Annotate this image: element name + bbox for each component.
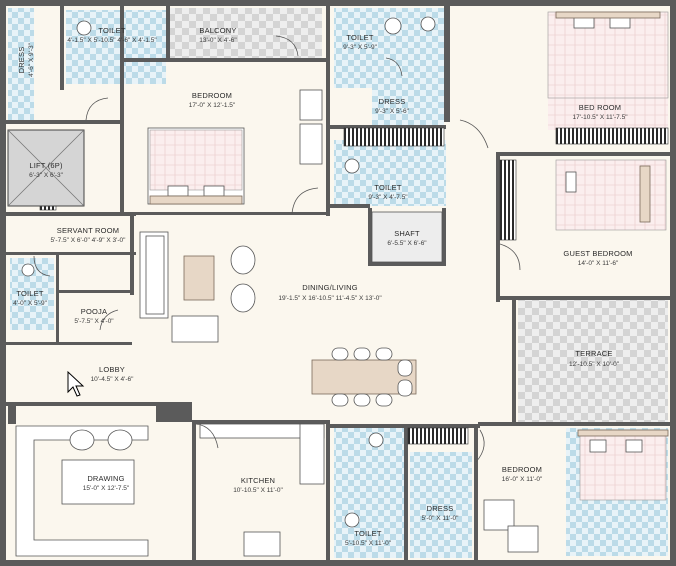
label-servant-room: SERVANT ROOM — [57, 226, 119, 235]
label-toilet-top-left: TOILET — [98, 26, 126, 35]
drawing-furniture — [15, 425, 149, 557]
dims-bedroom-bottom: 16'-0" X 11'-0" — [502, 476, 543, 483]
label-toilet-top-center: TOILET — [346, 33, 374, 42]
dims-lift: 6'-3" X 6'-3" — [29, 172, 64, 179]
label-balcony: BALCONY — [199, 26, 236, 35]
dims-terrace: 12'-10.5" X 10'-0" — [569, 361, 620, 368]
dims-drawing: 15'-0" X 12'-7.5" — [83, 485, 130, 492]
label-shaft: SHAFT — [394, 229, 420, 238]
dims-dining-living: 19'-1.5" X 16'-10.5" 11'-4.5" X 13'-0" — [278, 295, 382, 302]
label-bedroom-top: BEDROOM — [192, 91, 232, 100]
dims-kitchen: 10'-10.5" X 11'-0" — [233, 487, 283, 494]
mouse-cursor-icon — [67, 370, 85, 397]
dims-toilet-mid-center: 9'-3" X 4'-7.5" — [368, 194, 408, 201]
dims-guest-bedroom: 14'-0" X 11'-6" — [578, 260, 619, 267]
dims-toilet-bottom: 5'-10.5" X 11'-0" — [345, 540, 392, 547]
label-bedroom-bottom: BEDROOM — [502, 465, 542, 474]
doors — [33, 35, 521, 463]
kitchen-counters — [199, 423, 325, 557]
bed-bottom-right — [483, 429, 669, 553]
living-furniture — [139, 89, 323, 343]
dims-pooja: 5'-7.5" X 4'-0" — [74, 318, 114, 325]
dims-bedroom-top-right: 17'-10.5" X 11'-7.5" — [572, 114, 628, 121]
dining-table — [311, 347, 417, 407]
dims-toilet-left: 4'-0" X 5'-9" — [13, 300, 48, 307]
label-dining-living: DINING/LIVING — [302, 283, 358, 292]
dims-dress-bottom: 5'-0" X 11'-0" — [422, 515, 460, 522]
dims-bedroom-top: 17'-0" X 12'-1.5" — [189, 102, 236, 109]
bed-top-right — [547, 11, 669, 99]
label-dress-bottom: DRESS — [427, 504, 454, 513]
label-lift: LIFT (6P) — [29, 161, 63, 170]
label-toilet-left: TOILET — [16, 289, 44, 298]
dims-servant-room: 5'-7.5" X 6'-0" 4'-9" X 3'-0" — [51, 237, 127, 244]
dims-toilet-top-left: 4'-1.5" X 5'-10.5" 4'-6" X 4'-1.5" — [67, 37, 157, 44]
label-toilet-bottom: TOILET — [354, 529, 382, 538]
label-dress-left: DRESS — [17, 47, 26, 74]
label-drawing: DRAWING — [87, 474, 124, 483]
dims-shaft: 6'-5.5" X 6'-6" — [387, 240, 427, 247]
bed-top-left — [147, 127, 245, 205]
label-guest-bedroom: GUEST BEDROOM — [563, 249, 632, 258]
label-dress-center: DRESS — [379, 97, 406, 106]
room-labels: TOILET 4'-1.5" X 5'-10.5" 4'-6" X 4'-1.5… — [13, 26, 632, 547]
lift — [7, 129, 85, 207]
label-bedroom-top-right: BED ROOM — [579, 103, 621, 112]
dims-lobby: 10'-4.5" X 4'-6" — [91, 376, 135, 383]
tiled-floors — [8, 8, 668, 558]
dims-dress-center: 9'-3" X 5'-6" — [375, 108, 410, 115]
dims-toilet-top-center: 9'-3" X 5'-9" — [343, 44, 378, 51]
label-terrace: TERRACE — [575, 349, 612, 358]
bed-guest — [555, 159, 667, 231]
toilet-fixtures — [21, 16, 436, 528]
label-pooja: POOJA — [81, 307, 107, 316]
label-kitchen: KITCHEN — [241, 476, 275, 485]
dims-balcony: 13'-0" X 4'-6" — [199, 37, 237, 44]
dims-dress-left: 4'-6" X 9'-3" — [28, 42, 35, 77]
shaft-box — [371, 211, 443, 263]
label-toilet-mid-center: TOILET — [374, 183, 402, 192]
label-lobby: LOBBY — [99, 365, 125, 374]
